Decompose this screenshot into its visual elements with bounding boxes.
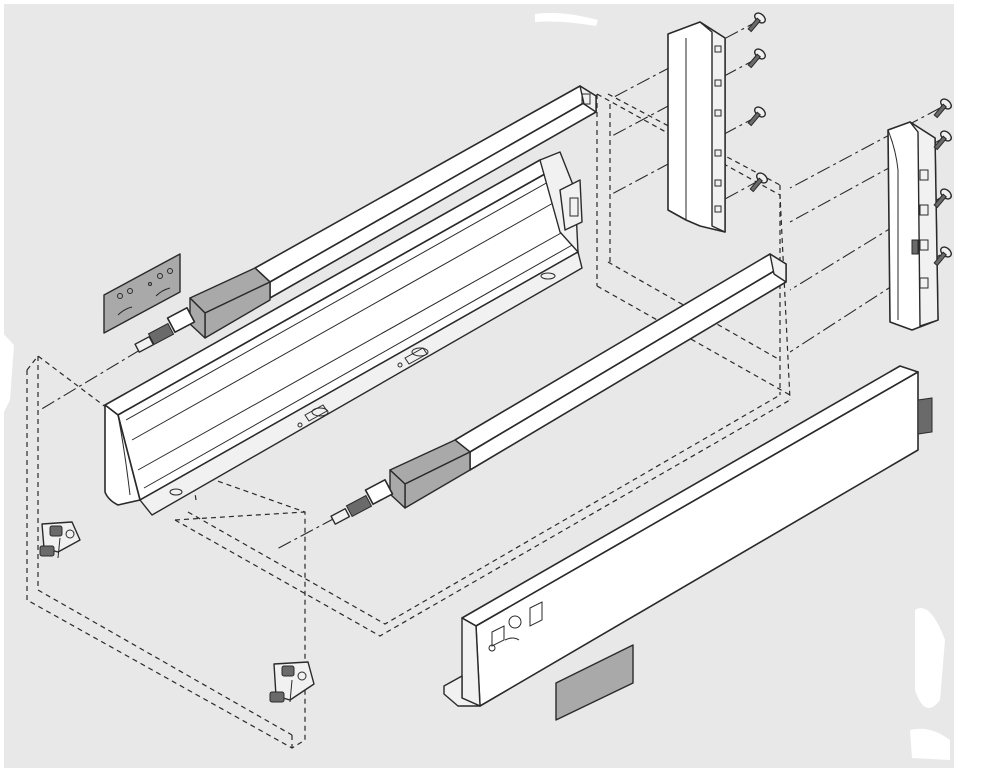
drawer-outline-dashed [26,93,791,749]
cover-cap-left [103,253,181,334]
right-side-front-slots [488,601,543,652]
runner-left-damper [189,267,271,339]
runner-left [134,85,597,353]
runner-right [330,253,787,525]
drawer-side-left [104,151,583,516]
rear-bracket-left [667,21,726,233]
front-fixing-bracket-top [39,521,81,559]
side-slots [169,272,556,496]
cover-cap-right [555,644,634,721]
rear-bracket-right [887,121,939,331]
screw-icon [747,12,952,267]
drawer-side-right [443,365,933,707]
runner-right-stud [330,478,394,525]
scan-artefacts [0,12,950,760]
runner-right-damper [389,439,471,509]
runner-left-stud [134,306,196,353]
front-fixing-bracket-bottom [269,661,315,703]
